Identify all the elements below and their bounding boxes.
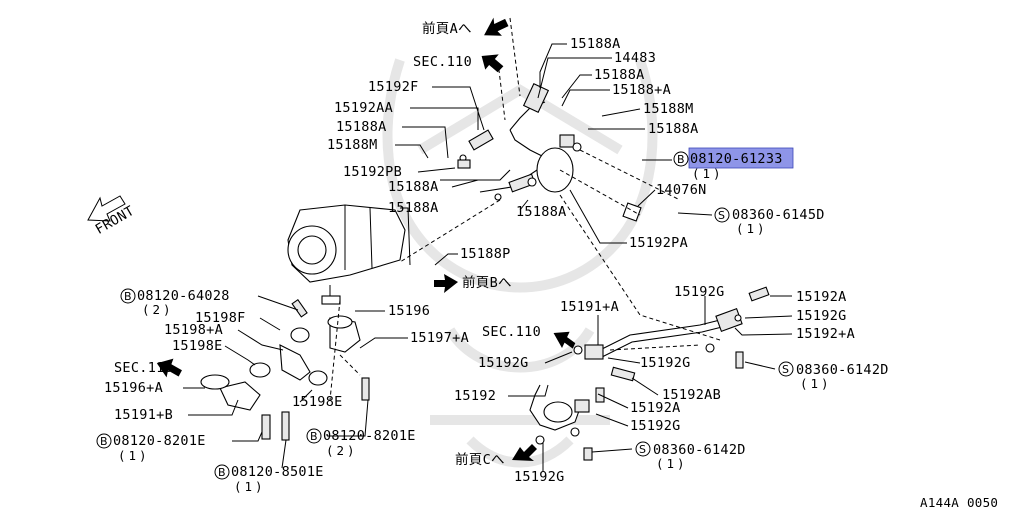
bolt-circle-letter: B bbox=[218, 466, 226, 479]
bolt-circle-icon bbox=[96, 433, 112, 449]
part-15192f: 15192F bbox=[368, 79, 419, 95]
screw-circle-letter: S bbox=[782, 363, 789, 376]
watermark-emblem bbox=[382, 58, 658, 468]
feed-pipe-assembly bbox=[440, 83, 642, 222]
part-15192ab: 15192AB bbox=[662, 387, 721, 403]
part-15192pa: 15192PA bbox=[629, 235, 688, 251]
bolt-circle-icon bbox=[306, 428, 322, 444]
part-15191-plus-b: 15191+B bbox=[114, 407, 173, 423]
part-15188a: 15188A bbox=[570, 36, 621, 52]
label-sec110-top: SEC.110 bbox=[413, 54, 472, 70]
part-15188a: 15188A bbox=[648, 121, 699, 137]
part-15192a: 15192A bbox=[796, 289, 847, 305]
part-15188a: 15188A bbox=[336, 119, 387, 135]
part-15198f: 15198F bbox=[195, 310, 246, 326]
screw-circle-icon bbox=[714, 207, 730, 223]
part-15197-plus-a: 15197+A bbox=[410, 330, 469, 346]
highlighted-part-box bbox=[688, 147, 794, 169]
screw-circle-letter: S bbox=[718, 209, 725, 222]
part-15192g: 15192G bbox=[674, 284, 725, 300]
part-15198e: 15198E bbox=[172, 338, 223, 354]
figure-code: A144A 0050 bbox=[920, 495, 998, 510]
part-15188m: 15188M bbox=[327, 137, 378, 153]
direction-arrows bbox=[87, 17, 576, 461]
part-08120-61233[interactable]: 08120-61233 bbox=[690, 151, 783, 167]
part-15192aa: 15192AA bbox=[334, 100, 393, 116]
part-15192g: 15192G bbox=[640, 355, 691, 371]
arrow-icon bbox=[553, 331, 576, 349]
qty-08360-6145d: (1) bbox=[736, 221, 768, 236]
screw-circle-icon bbox=[635, 441, 651, 457]
arrow-icon bbox=[484, 17, 509, 36]
qty-08120-61233: (1) bbox=[692, 166, 724, 181]
part-15188a: 15188A bbox=[516, 204, 567, 220]
arrow-icon bbox=[434, 274, 458, 293]
bolt-circle-icon bbox=[120, 288, 136, 304]
part-15192: 15192 bbox=[454, 388, 496, 404]
label-prev-page-a: 前頁Aへ bbox=[422, 20, 472, 37]
part-08360-6142d: 08360-6142D bbox=[653, 442, 746, 458]
bolt-circle-letter: B bbox=[100, 435, 108, 448]
screw-circle-letter: S bbox=[639, 443, 646, 456]
part-15196-plus-a: 15196+A bbox=[104, 380, 163, 396]
part-08120-8501e: 08120-8501E bbox=[231, 464, 324, 480]
arrow-icon bbox=[512, 444, 537, 461]
part-15188a: 15188A bbox=[388, 179, 439, 195]
front-arrow-icon bbox=[87, 195, 126, 222]
oil-return-assembly bbox=[200, 298, 370, 441]
qty-08360-6142d: (1) bbox=[656, 456, 688, 471]
part-15192g: 15192G bbox=[478, 355, 529, 371]
part-15198-plus-a: 15198+A bbox=[164, 322, 223, 338]
part-15192-plus-a: 15192+A bbox=[796, 326, 855, 342]
part-15192a: 15192A bbox=[630, 400, 681, 416]
part-15188a: 15188A bbox=[594, 67, 645, 83]
part-15188m: 15188M bbox=[643, 101, 694, 117]
label-sec110-mid: SEC.110 bbox=[482, 324, 541, 340]
qty-08120-8501e: (1) bbox=[234, 479, 266, 494]
arrow-icon bbox=[156, 358, 182, 378]
qty-08120-64028: (2) bbox=[142, 302, 174, 317]
part-15192g: 15192G bbox=[796, 308, 847, 324]
qty-08120-8201e: (1) bbox=[118, 448, 150, 463]
bolt-circle-icon bbox=[673, 151, 689, 167]
part-15188p: 15188P bbox=[460, 246, 511, 262]
part-15192g: 15192G bbox=[514, 469, 565, 485]
part-labels: 前頁Aへ SEC.110 15188A 14483 15188A 15188+A… bbox=[93, 20, 998, 510]
bolt-circle-letter: B bbox=[310, 430, 318, 443]
part-15191-plus-a: 15191+A bbox=[560, 299, 619, 315]
label-sec110-left: SEC.110 bbox=[114, 360, 173, 376]
part-08120-8201e: 08120-8201E bbox=[113, 433, 206, 449]
part-08120-8201e: 08120-8201E bbox=[323, 428, 416, 444]
part-14483: 14483 bbox=[614, 50, 656, 66]
qty-08360-6142d: (1) bbox=[800, 376, 832, 391]
part-08120-64028: 08120-64028 bbox=[137, 288, 230, 304]
part-15192g: 15192G bbox=[630, 418, 681, 434]
part-15188-plus-a: 15188+A bbox=[612, 82, 671, 98]
screw-circle-icon bbox=[778, 361, 794, 377]
bolt-circle-letter: B bbox=[677, 153, 685, 166]
turbocharger bbox=[287, 204, 406, 305]
dashed-guides bbox=[329, 17, 721, 401]
part-15188a: 15188A bbox=[388, 200, 439, 216]
bolt-circle-letter: B bbox=[124, 290, 132, 303]
arrow-icon bbox=[481, 54, 504, 73]
part-14076n: 14076N bbox=[656, 182, 707, 198]
front-label: FRONT bbox=[93, 203, 137, 238]
label-prev-page-b: 前頁Bへ bbox=[462, 274, 512, 291]
label-prev-page-c: 前頁Cへ bbox=[455, 451, 505, 468]
part-15196: 15196 bbox=[388, 303, 430, 319]
part-08360-6142d: 08360-6142D bbox=[796, 362, 889, 378]
leader-lines bbox=[183, 43, 793, 472]
part-08360-6145d: 08360-6145D bbox=[732, 207, 825, 223]
qty-08120-8201e: (2) bbox=[326, 443, 358, 458]
bolt-circle-icon bbox=[214, 464, 230, 480]
part-15198e: 15198E bbox=[292, 394, 343, 410]
part-15192pb: 15192PB bbox=[343, 164, 402, 180]
